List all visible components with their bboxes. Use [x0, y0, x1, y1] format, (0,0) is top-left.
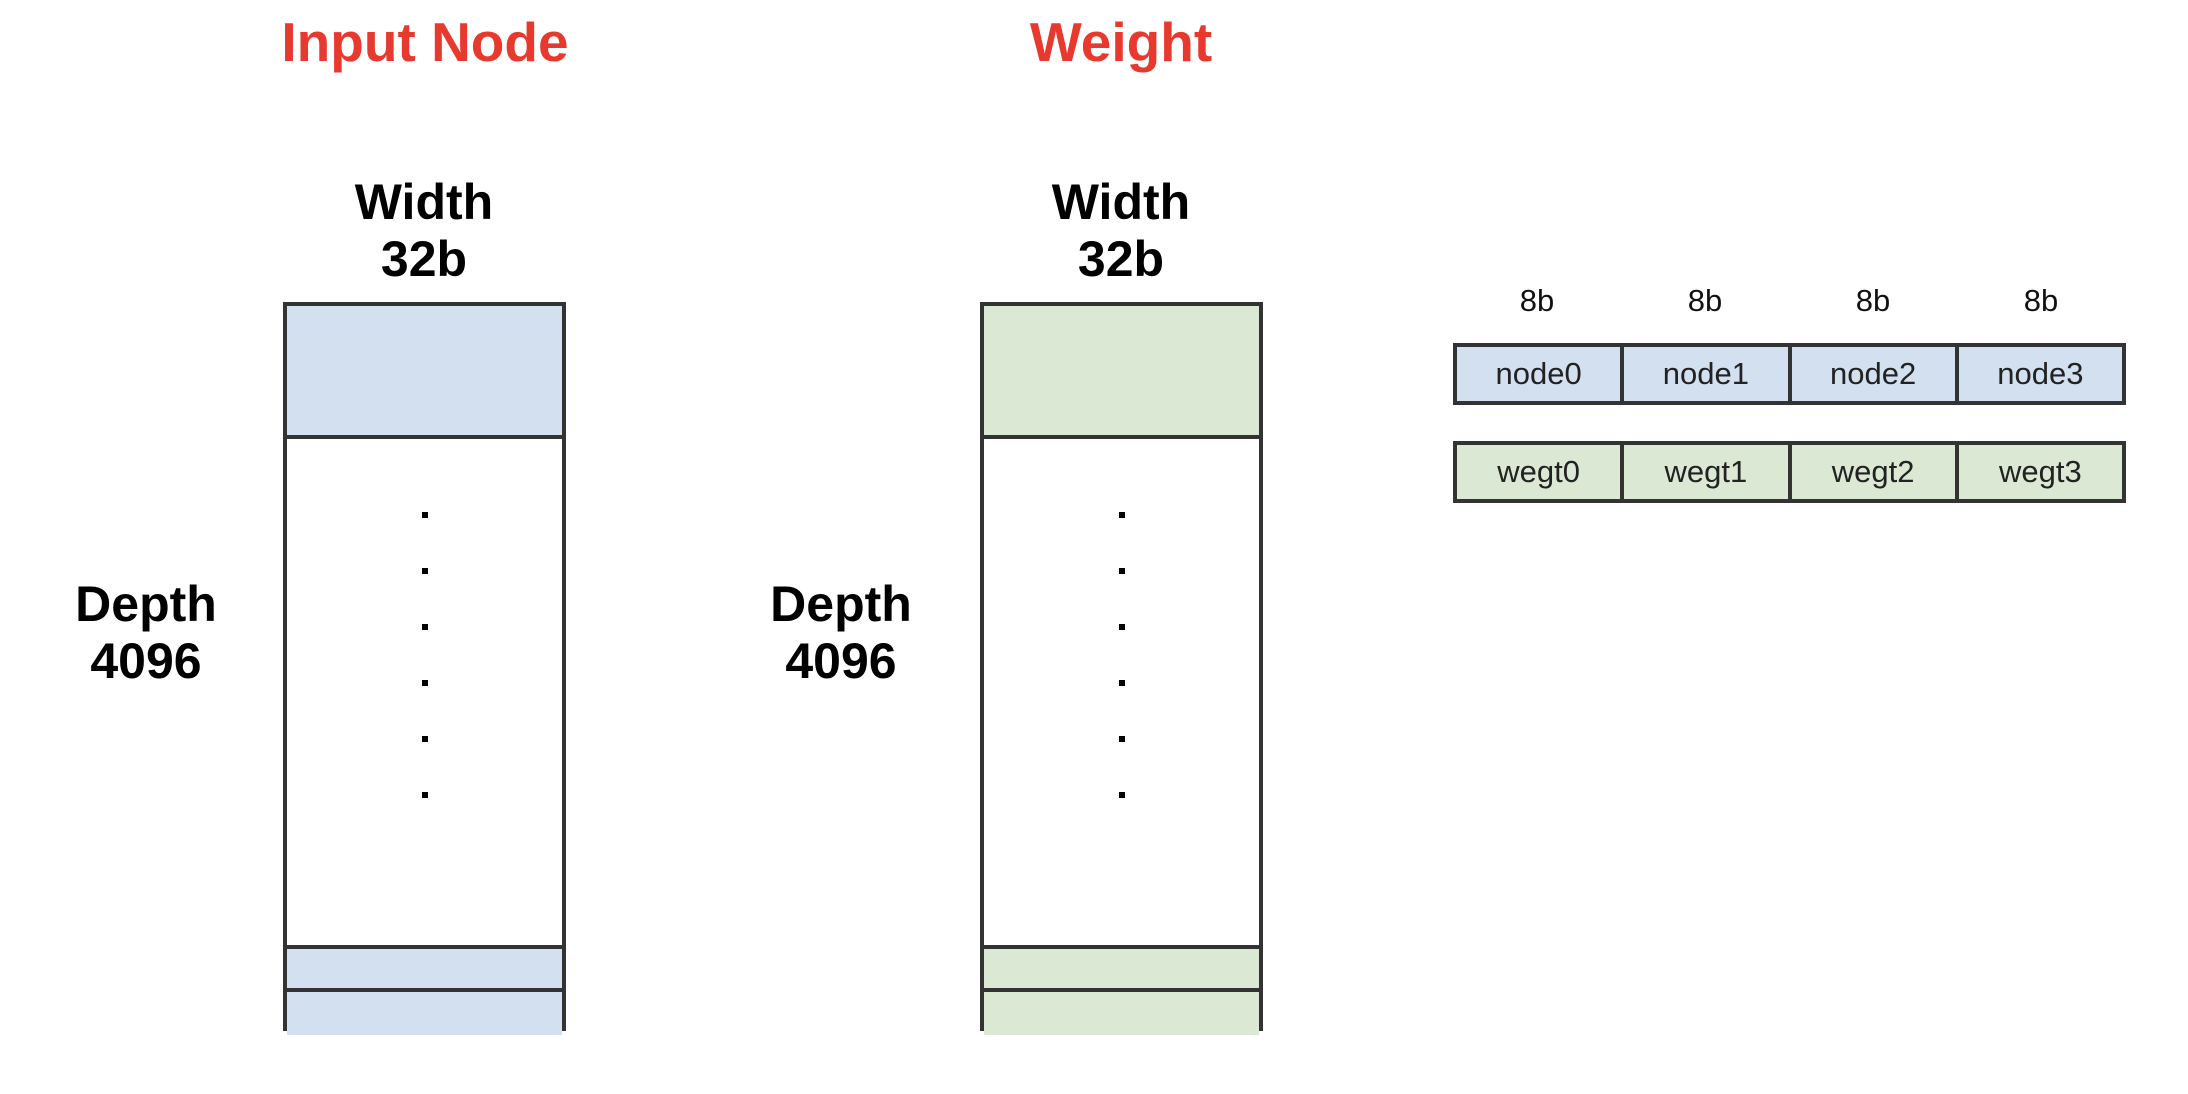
input-node-memory-block	[283, 302, 566, 1035]
memory-row	[287, 945, 562, 992]
node-byte-cell: node1	[1624, 347, 1792, 401]
weight-title: Weight	[1029, 11, 1213, 73]
width-value-text: 32b	[1077, 231, 1165, 287]
memory-row	[287, 306, 562, 353]
input-node-width-label: Width 32b	[284, 174, 564, 288]
weight-depth-label: Depth 4096	[741, 576, 941, 690]
weight-byte-cell: wegt2	[1792, 445, 1959, 499]
node-byte-cell: node3	[1997, 356, 2084, 391]
ellipsis-dot	[1118, 624, 1125, 630]
width-label-text: Width	[1051, 174, 1191, 230]
depth-label-text: Depth	[75, 576, 217, 632]
node-word: node0 node1 node2 node3	[1453, 343, 2126, 405]
ellipsis-dot	[1118, 680, 1125, 686]
memory-row	[984, 306, 1259, 353]
weight-byte-cell: wegt3	[1999, 454, 2082, 489]
ellipsis-dot	[1118, 568, 1125, 574]
ellipsis-dot	[1118, 792, 1125, 798]
depth-value-text: 4096	[90, 633, 202, 689]
byte-lane-width: 8b	[1519, 283, 1555, 318]
depth-label-text: Depth	[770, 576, 912, 632]
node-byte-cell: node0	[1457, 347, 1625, 401]
weight-byte-cell: wegt0	[1457, 445, 1625, 499]
byte-lane-width: 8b	[1687, 283, 1723, 318]
depth-value-text: 4096	[785, 633, 897, 689]
ellipsis-dot	[421, 624, 428, 630]
node-byte-cell: node2	[1792, 347, 1959, 401]
memory-row	[984, 988, 1259, 1035]
weight-byte-cell: wegt1	[1624, 445, 1792, 499]
memory-row	[984, 945, 1259, 992]
byte-lane-width: 8b	[1855, 283, 1891, 318]
width-value-text: 32b	[380, 231, 468, 287]
ellipsis-dot	[421, 512, 428, 518]
ellipsis-dot	[421, 568, 428, 574]
weight-width-label: Width 32b	[981, 174, 1261, 288]
ellipsis-dot	[1118, 736, 1125, 742]
weight-word: wegt0 wegt1 wegt2 wegt3	[1453, 441, 2126, 503]
input-node-depth-label: Depth 4096	[46, 576, 246, 690]
ellipsis-dot	[421, 792, 428, 798]
byte-lane-headers: 8b 8b 8b 8b	[1453, 283, 2126, 319]
ellipsis-dot	[421, 736, 428, 742]
byte-lane-width: 8b	[2023, 283, 2059, 318]
memory-row	[287, 392, 562, 439]
width-label-text: Width	[354, 174, 494, 230]
memory-row	[984, 392, 1259, 439]
ellipsis-dot	[421, 680, 428, 686]
input-node-title: Input Node	[281, 11, 569, 73]
weight-memory-block	[980, 302, 1263, 1035]
memory-row	[287, 349, 562, 396]
memory-row	[984, 349, 1259, 396]
memory-row	[287, 988, 562, 1035]
ellipsis-dot	[1118, 512, 1125, 518]
